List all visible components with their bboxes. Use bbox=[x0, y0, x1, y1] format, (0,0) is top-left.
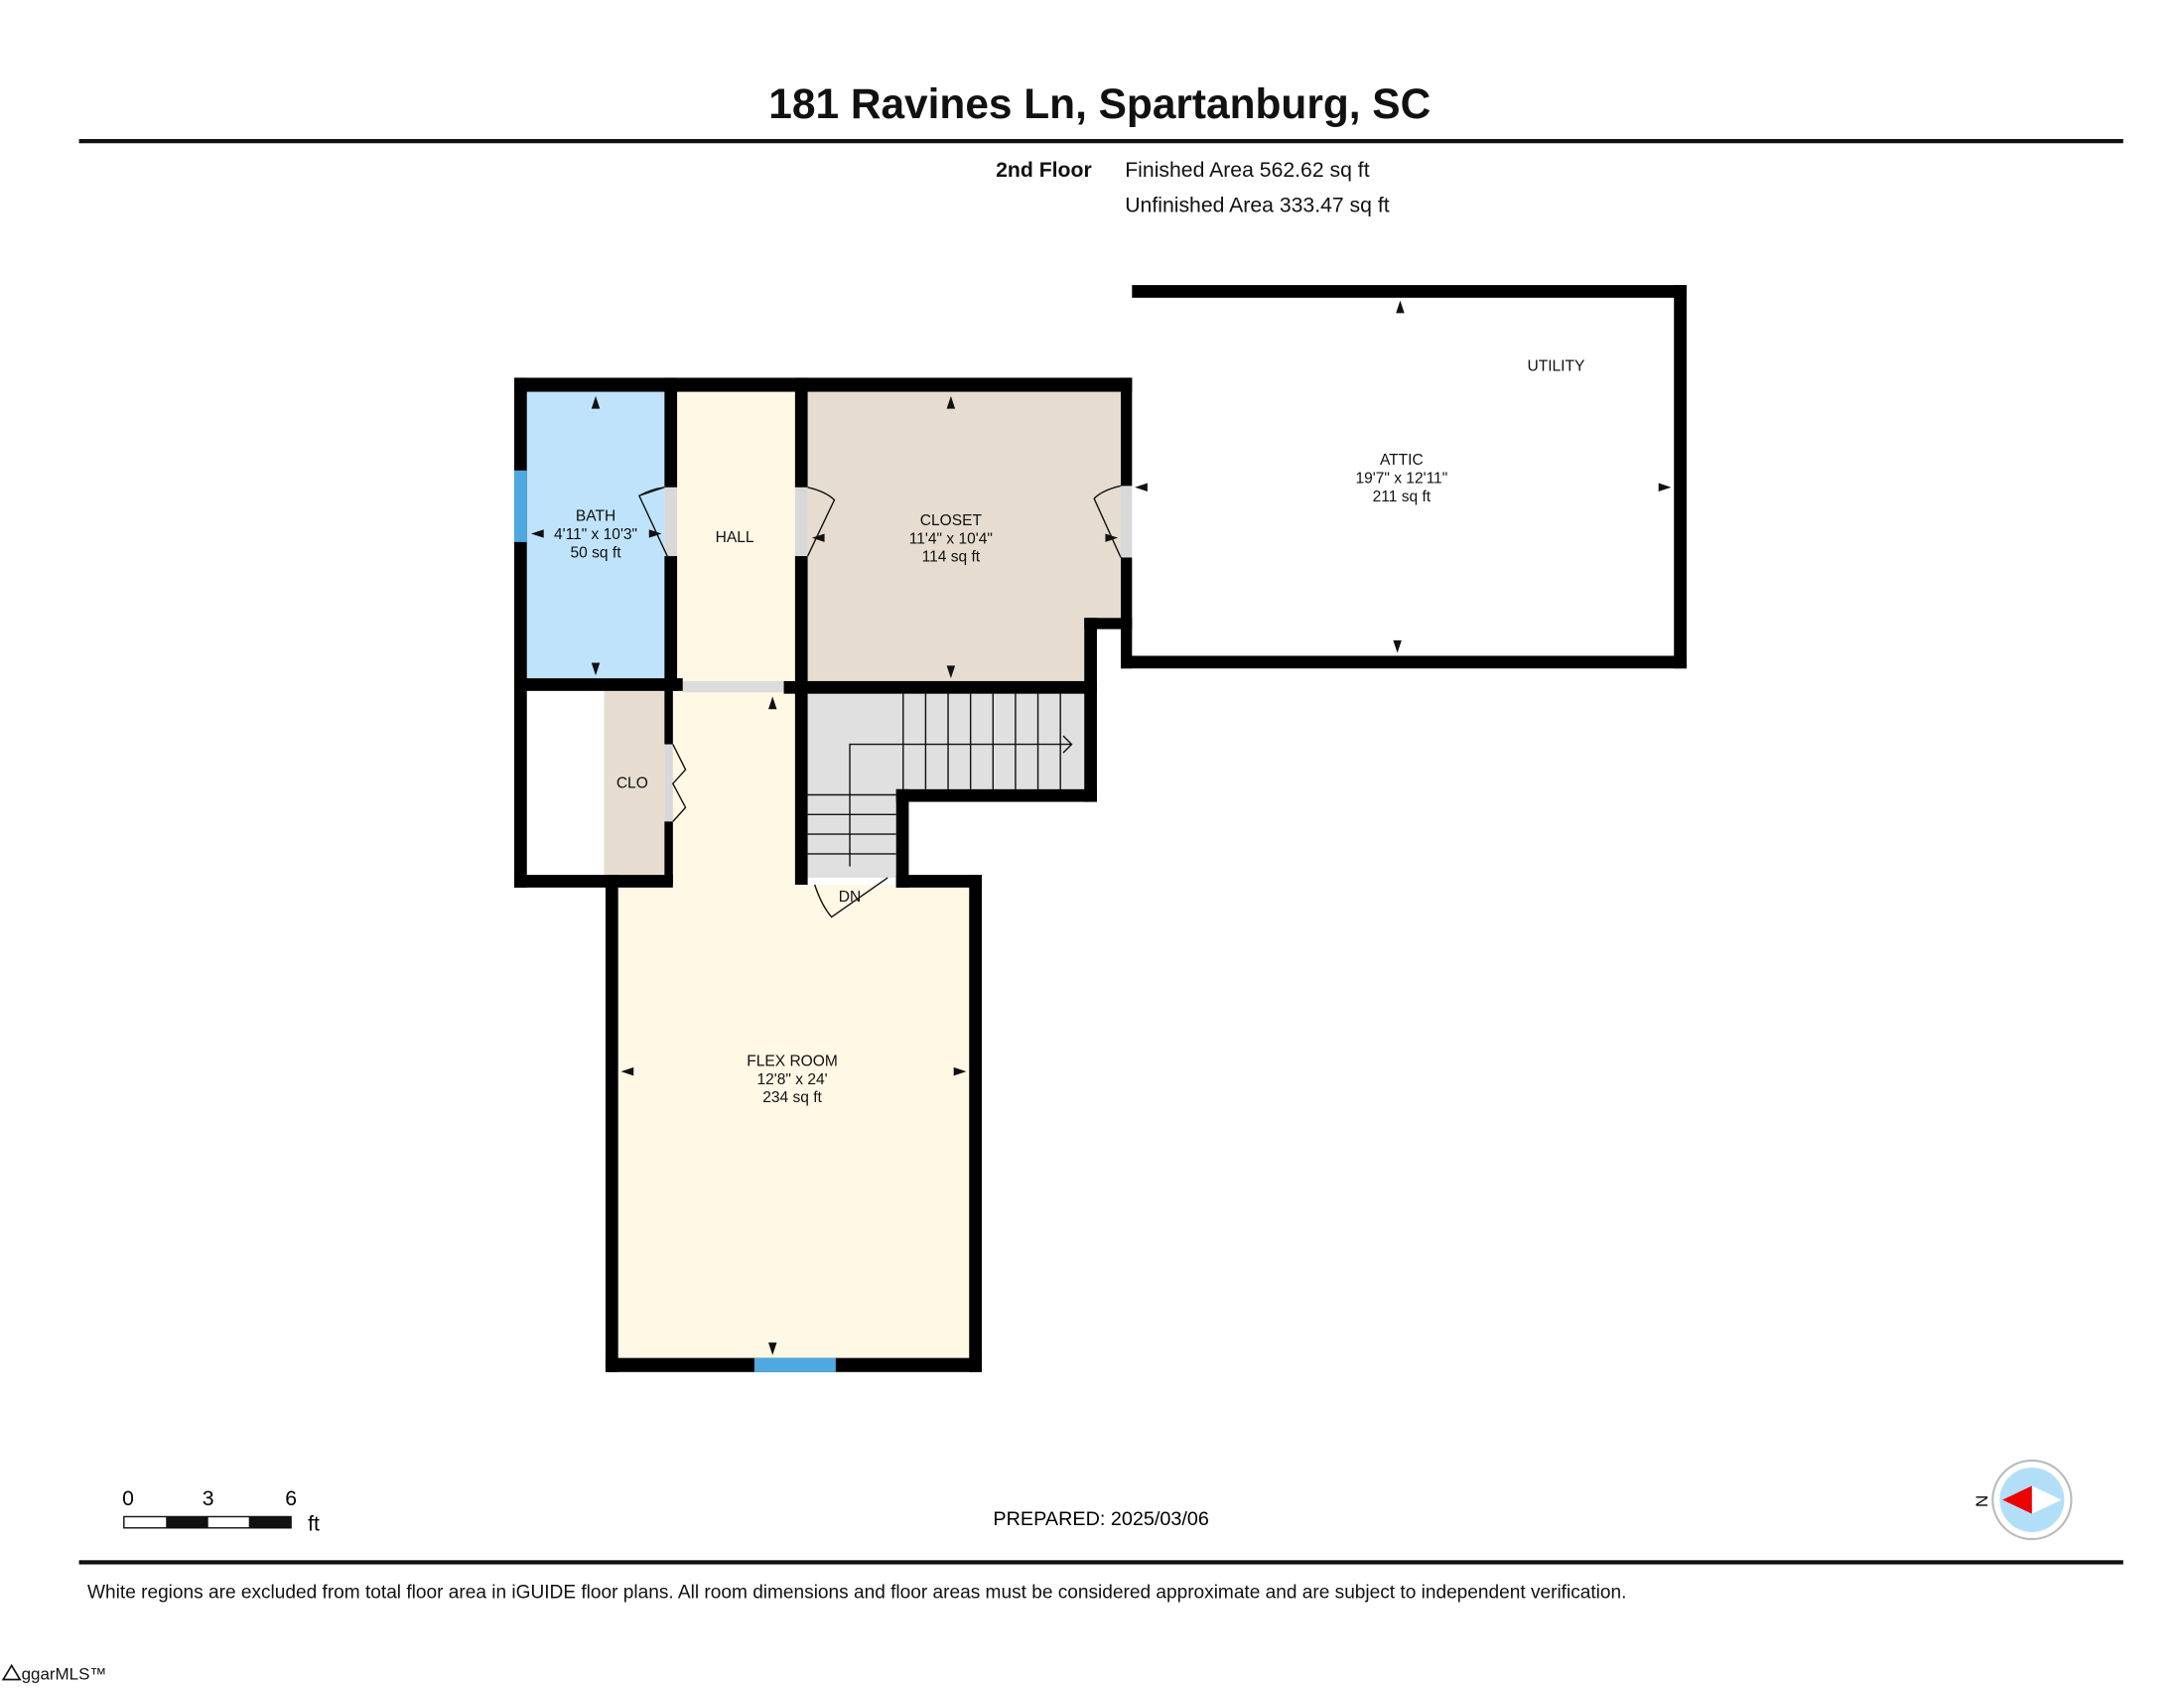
attic-door-gap bbox=[1120, 486, 1133, 558]
compass-north-label: N bbox=[1972, 1495, 1990, 1507]
disclaimer: White regions are excluded from total fl… bbox=[87, 1582, 1626, 1603]
closet-area: 114 sq ft bbox=[922, 549, 981, 566]
closet-room bbox=[807, 391, 1121, 681]
header-rule bbox=[78, 139, 2123, 144]
scale-bar: 0 3 6 ft bbox=[122, 1487, 320, 1535]
closet-label: CLOSET bbox=[920, 512, 983, 529]
hall-label: HALL bbox=[716, 529, 754, 546]
closet-door-gap bbox=[794, 487, 808, 557]
scale-tick-0: 0 bbox=[122, 1487, 134, 1510]
flex-window bbox=[753, 1357, 836, 1372]
stairs-dn-label: DN bbox=[839, 889, 861, 906]
bath-room bbox=[526, 391, 665, 680]
prepared-date: PREPARED: 2025/03/06 bbox=[993, 1508, 1209, 1530]
bath-window bbox=[514, 470, 527, 542]
utility-label: UTILITY bbox=[1527, 357, 1585, 374]
hall-room bbox=[677, 391, 795, 681]
watermark-text: ggarMLS™ bbox=[22, 1665, 107, 1684]
walls bbox=[514, 285, 1687, 1372]
floor-name: 2nd Floor bbox=[996, 159, 1092, 182]
closet-dims: 11'4" x 10'4" bbox=[909, 530, 993, 547]
page-title: 181 Ravines Ln, Spartanburg, SC bbox=[768, 80, 1431, 127]
clo-room bbox=[604, 690, 665, 876]
door-swings bbox=[637, 485, 1122, 918]
bath-dims: 4'11" x 10'3" bbox=[554, 526, 637, 543]
scale-unit: ft bbox=[308, 1513, 320, 1536]
attic-dims: 19'7" x 12'11" bbox=[1355, 471, 1447, 488]
finished-area: Finished Area 562.62 sq ft bbox=[1125, 159, 1369, 182]
unfinished-area: Unfinished Area 333.47 sq ft bbox=[1125, 195, 1390, 217]
watermark-logo: ggarMLS™ bbox=[1, 1663, 107, 1684]
bath-door-gap bbox=[664, 487, 678, 557]
stair-treads bbox=[807, 693, 1073, 867]
compass-icon: N bbox=[1972, 1459, 2073, 1541]
footer-rule bbox=[78, 1560, 2123, 1565]
scale-tick-3: 3 bbox=[203, 1487, 214, 1510]
scale-tick-6: 6 bbox=[285, 1487, 297, 1510]
dimension-arrows bbox=[530, 300, 1672, 1355]
attic-label: ATTIC bbox=[1380, 452, 1424, 469]
flex-dims: 12'8" x 24' bbox=[756, 1071, 827, 1088]
bath-label: BATH bbox=[576, 508, 615, 525]
room-labels: BATH 4'11" x 10'3" 50 sq ft HALL CLOSET … bbox=[554, 357, 1585, 1106]
flex-area: 234 sq ft bbox=[762, 1089, 822, 1106]
clo-door-gap bbox=[664, 744, 673, 822]
flex-room bbox=[617, 690, 970, 1358]
clo-label: CLO bbox=[616, 774, 648, 791]
attic-area: 211 sq ft bbox=[1373, 489, 1432, 505]
flex-label: FLEX ROOM bbox=[747, 1053, 838, 1069]
hall-opening bbox=[682, 680, 784, 693]
bath-area: 50 sq ft bbox=[571, 544, 622, 561]
